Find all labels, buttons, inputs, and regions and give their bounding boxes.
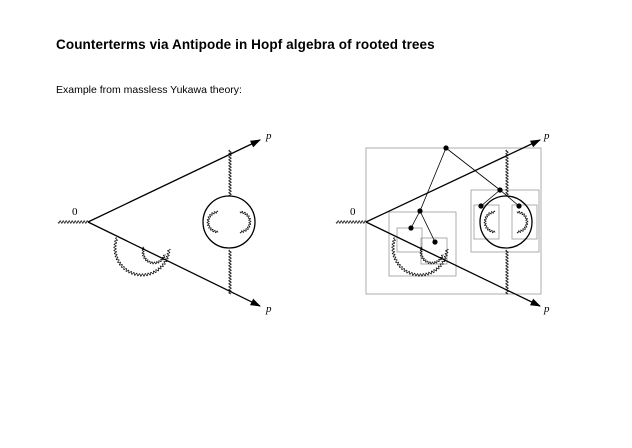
left-upper-momentum-label: p (265, 130, 272, 142)
tree-edge-root-left (419, 147, 447, 212)
left-loop-inner-left-boson (206, 210, 219, 234)
left-upper-fermion-line (87, 139, 261, 223)
tree-node-vertex-inner-left (408, 225, 414, 231)
self-energy-box (470, 189, 540, 253)
right-vertex-label: 0 (350, 206, 356, 218)
vertex-inner-box-left (396, 227, 423, 253)
left-lower-fermion-line (87, 221, 261, 307)
right-outer-vertex-boson (391, 237, 449, 277)
left-inner-vertex-boson (141, 246, 166, 265)
tree-edge-root-right (445, 147, 501, 191)
right-fermion-loop (479, 195, 533, 249)
self-energy-inner-box-left (473, 204, 500, 240)
right-upper-fermion-line (365, 139, 541, 223)
left-lower-exchange-boson (228, 249, 232, 295)
tree-edge-vertex-inner-left (410, 210, 421, 229)
right-lower-fermion-line (365, 221, 541, 307)
left-loop-inner-right-boson (239, 210, 252, 234)
left-upper-exchange-boson (228, 149, 232, 196)
left-external-boson-line (57, 220, 89, 224)
right-loop-inner-left-boson (483, 210, 496, 234)
tree-node-vertex-inner-right (432, 239, 438, 245)
self-energy-inner-box-right (511, 204, 538, 240)
left-lower-momentum-label: p (265, 303, 272, 315)
right-inner-vertex-boson (419, 246, 444, 265)
tree-edge-self-energy-right (499, 189, 520, 207)
tree-node-vertex (417, 208, 423, 214)
right-lower-exchange-boson (505, 249, 509, 295)
rooted-tree (410, 147, 520, 243)
left-fermion-loop (202, 195, 256, 249)
tree-nodes (408, 145, 522, 245)
right-upper-momentum-label: p (543, 130, 550, 142)
right-loop-inner-right-boson (516, 210, 529, 234)
tree-node-self-energy-right (516, 203, 522, 209)
tree-node-root (443, 145, 449, 151)
page-subtitle: Example from massless Yukawa theory: (56, 84, 242, 96)
right-lower-momentum-label: p (543, 303, 550, 315)
right-feynman-diagram (335, 139, 542, 307)
left-outer-vertex-boson (113, 237, 171, 277)
right-external-boson-line (335, 220, 367, 224)
tree-node-self-energy-left (478, 203, 484, 209)
outer-box (365, 147, 542, 295)
left-feynman-diagram (57, 139, 261, 307)
left-vertex-label: 0 (72, 206, 78, 218)
right-upper-exchange-boson (505, 149, 509, 196)
vertex-correction-box (388, 211, 457, 277)
tree-edge-self-energy-left (480, 189, 501, 207)
subdivergence-boxes (365, 147, 542, 295)
tree-edge-vertex-inner-right (419, 210, 436, 243)
page-title: Counterterms via Antipode in Hopf algebr… (56, 37, 435, 52)
tree-node-self-energy (497, 187, 503, 193)
